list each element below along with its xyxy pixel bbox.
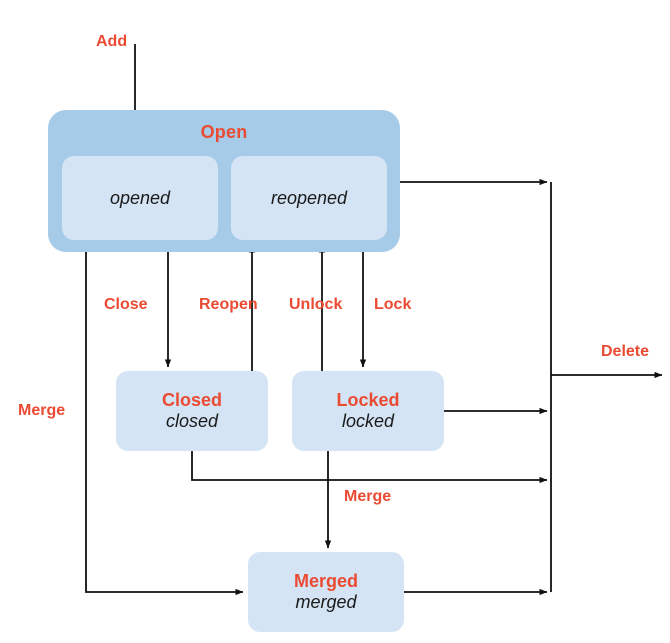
state-locked[interactable]: Locked locked bbox=[292, 371, 444, 451]
edge-merge-left bbox=[85, 252, 244, 596]
edge-label-lock: Lock bbox=[374, 296, 412, 313]
edge-label-merge-left: Merge bbox=[18, 402, 66, 419]
state-closed-event: closed bbox=[165, 411, 219, 431]
edge-label-unlock: Unlock bbox=[289, 296, 343, 313]
state-reopened-event: reopened bbox=[270, 187, 348, 208]
state-opened-event: opened bbox=[109, 187, 171, 208]
state-closed[interactable]: Closed closed bbox=[116, 371, 268, 451]
state-locked-name: Locked bbox=[336, 390, 400, 410]
edge-label-merge-mid: Merge bbox=[344, 488, 392, 505]
state-opened[interactable]: opened bbox=[62, 156, 218, 240]
edge-merge-mid bbox=[191, 451, 548, 484]
edge-label-reopen: Reopen bbox=[199, 296, 258, 313]
edge-label-add: Add bbox=[96, 33, 128, 50]
edge-label-delete: Delete bbox=[601, 343, 650, 360]
state-merged-name: Merged bbox=[293, 571, 358, 591]
state-closed-name: Closed bbox=[161, 390, 222, 410]
edge-label-close: Close bbox=[104, 296, 148, 313]
state-reopened[interactable]: reopened bbox=[231, 156, 387, 240]
state-locked-event: locked bbox=[341, 411, 395, 431]
state-merged[interactable]: Merged merged bbox=[248, 552, 404, 632]
state-group-open-title: Open bbox=[200, 122, 248, 142]
state-merged-event: merged bbox=[295, 592, 357, 612]
